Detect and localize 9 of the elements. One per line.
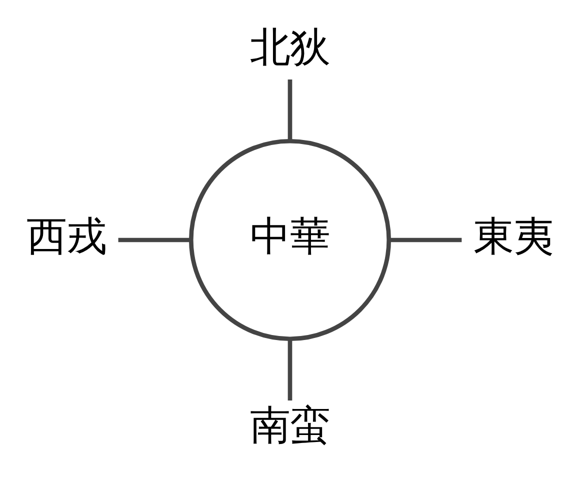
node-text: 東夷: [474, 212, 554, 260]
node-text: 南蛮: [250, 401, 330, 450]
node-circle: 中華: [188, 138, 392, 342]
connector: [288, 79, 292, 141]
connector: [118, 238, 191, 242]
node-text: 北狄: [250, 22, 330, 71]
connector: [389, 238, 462, 242]
connector: [288, 338, 292, 401]
node-text: 西戎: [26, 212, 106, 260]
